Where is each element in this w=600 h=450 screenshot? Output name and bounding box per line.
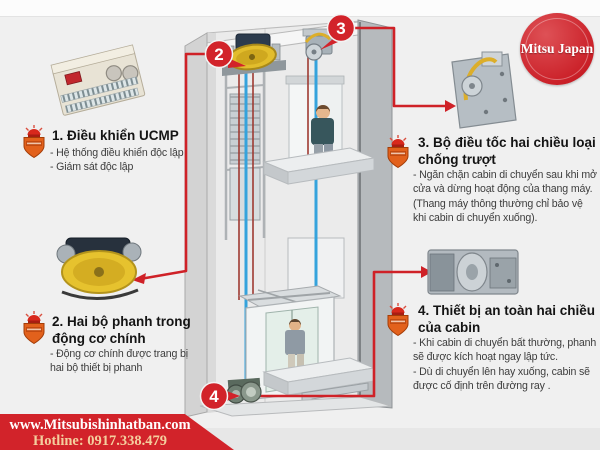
alarm-light-icon (23, 311, 45, 345)
section3-title: 3. Bộ điều tốc hai chiều loại chống trượ… (418, 135, 596, 167)
cabin-safety-gear-photo (427, 249, 519, 295)
alarm-light-icon (23, 125, 45, 159)
svg-text:2: 2 (214, 45, 223, 64)
speed-governor-photo (451, 51, 517, 129)
section3-body: - Ngăn chặn cabin di chuyển sau khi mở c… (413, 169, 597, 225)
traction-motor-photo (56, 237, 142, 301)
footer-hotline: Hotline: 0917.338.479 (32, 433, 168, 449)
upper-landing (262, 147, 376, 185)
callout-line-machine (139, 52, 212, 281)
logo-ring (525, 18, 589, 80)
section4-body: - Khi cabin di chuyển bất thường, phanh … (413, 337, 597, 393)
callout-lines (139, 26, 446, 398)
svg-text:4: 4 (209, 387, 219, 406)
governor-in-shaft (302, 28, 336, 61)
section2-body: - Động cơ chính được trang bị hai bộ thi… (50, 348, 188, 375)
alarm-light-icon (387, 135, 409, 169)
badge-machine: 2 (204, 39, 246, 69)
badge-safety-gear: 4 (199, 381, 240, 411)
badge-governor: 3 (320, 13, 356, 50)
section2-title: 2. Hai bộ phanh trong động cơ chính (52, 314, 191, 346)
callout-line-safety (226, 270, 422, 398)
safety-gear-in-shaft (226, 377, 262, 404)
top-strip (0, 0, 600, 17)
shaft-left-wall (184, 32, 208, 418)
lower-landing (262, 357, 376, 410)
ucmp-controller-photo (50, 44, 146, 116)
section4-title: 4. Thiết bị an toàn hai chiều của cabin (418, 303, 596, 335)
company-logo: Mitsu Japan (520, 13, 594, 85)
alarm-light-icon (387, 303, 409, 337)
pit-floor (199, 396, 392, 417)
section1-title: 1. Điều khiển UCMP (52, 128, 179, 143)
callout-line-governor (353, 26, 446, 108)
section1-body: - Hệ thống điều khiển độc lập - Giám sát… (50, 147, 184, 174)
footer-website: www.Mitsubishinhatban.com (9, 417, 191, 433)
shaft-right-wall (357, 19, 393, 409)
callout-arrowheads (132, 100, 456, 284)
svg-text:3: 3 (336, 19, 345, 38)
